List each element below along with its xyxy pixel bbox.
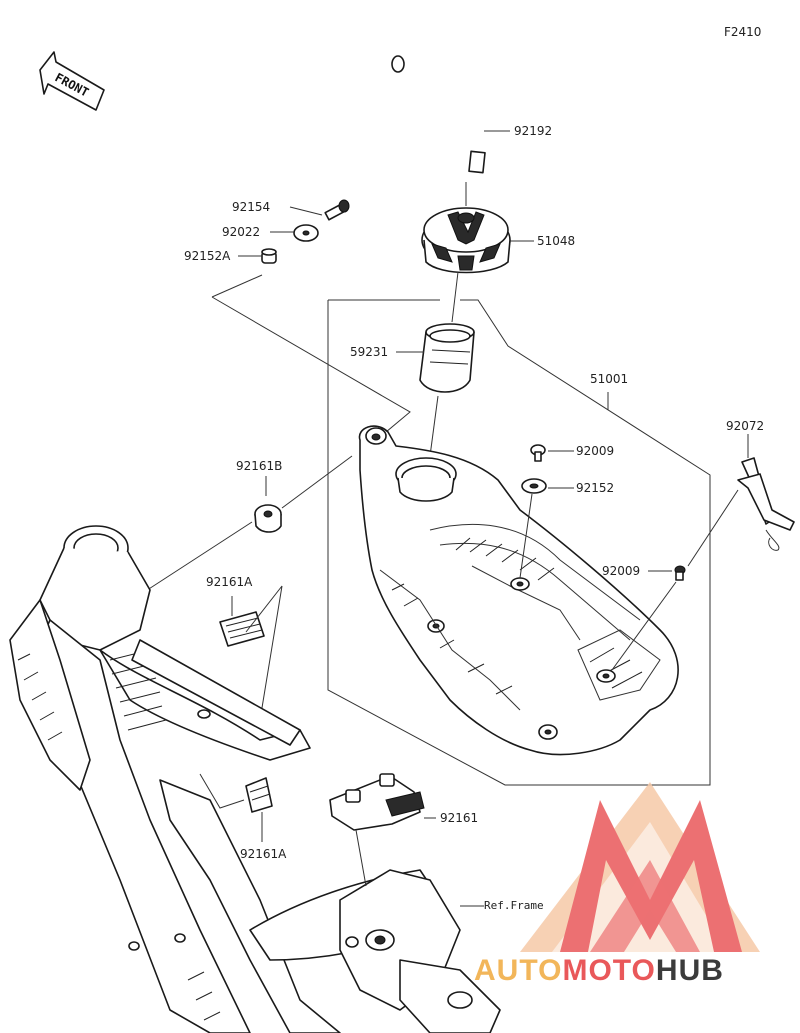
rubber-92161A-lower	[245, 777, 273, 813]
label-92161A-upper: 92161A	[206, 575, 253, 589]
logo-g-mark	[590, 860, 700, 952]
label-51001: 51001	[590, 372, 628, 386]
label-92161B: 92161B	[236, 459, 282, 473]
frame	[9, 525, 501, 1033]
label-92009-lower: 92009	[602, 564, 640, 578]
bolt-92154	[324, 199, 350, 221]
washer-92152	[521, 478, 547, 494]
rubber-92161B	[254, 504, 282, 533]
watermark-auto: AUTO	[474, 954, 562, 987]
assembly-outline	[327, 299, 711, 786]
washer-92022	[293, 224, 319, 242]
label-92161: 92161	[440, 811, 478, 825]
ref-frame-label: Ref.Frame	[484, 899, 544, 912]
label-59231: 59231	[350, 345, 388, 359]
label-92192: 92192	[514, 124, 552, 138]
watermark-logo	[520, 782, 760, 952]
watermark-text: AUTOMOTOHUB	[474, 954, 724, 987]
strap-92072	[737, 457, 795, 551]
breather-hose	[391, 52, 486, 174]
label-92072: 92072	[726, 419, 764, 433]
logo-m-mark	[560, 800, 742, 952]
fuel-cap	[421, 207, 511, 274]
figure-code: F2410	[724, 25, 761, 39]
label-92161A-lower: 92161A	[240, 847, 287, 861]
label-92009-upper: 92009	[576, 444, 614, 458]
bolt-92009-lower	[674, 565, 686, 581]
bolt-92009-upper	[530, 444, 546, 462]
fuel-tank	[358, 425, 679, 756]
label-92022: 92022	[222, 225, 260, 239]
front-direction-arrow: FRONT	[39, 51, 105, 111]
label-92152A: 92152A	[184, 249, 231, 263]
collar-92152A	[261, 248, 277, 264]
rubber-92161	[329, 773, 425, 831]
fuel-filter	[419, 323, 475, 393]
label-92152: 92152	[576, 481, 614, 495]
rubber-92161A-upper	[219, 611, 265, 647]
label-51048: 51048	[537, 234, 575, 248]
watermark-moto: MOTO	[562, 954, 655, 987]
bracket-leader	[211, 274, 263, 298]
watermark-hub: HUB	[656, 954, 724, 987]
label-92154: 92154	[232, 200, 270, 214]
